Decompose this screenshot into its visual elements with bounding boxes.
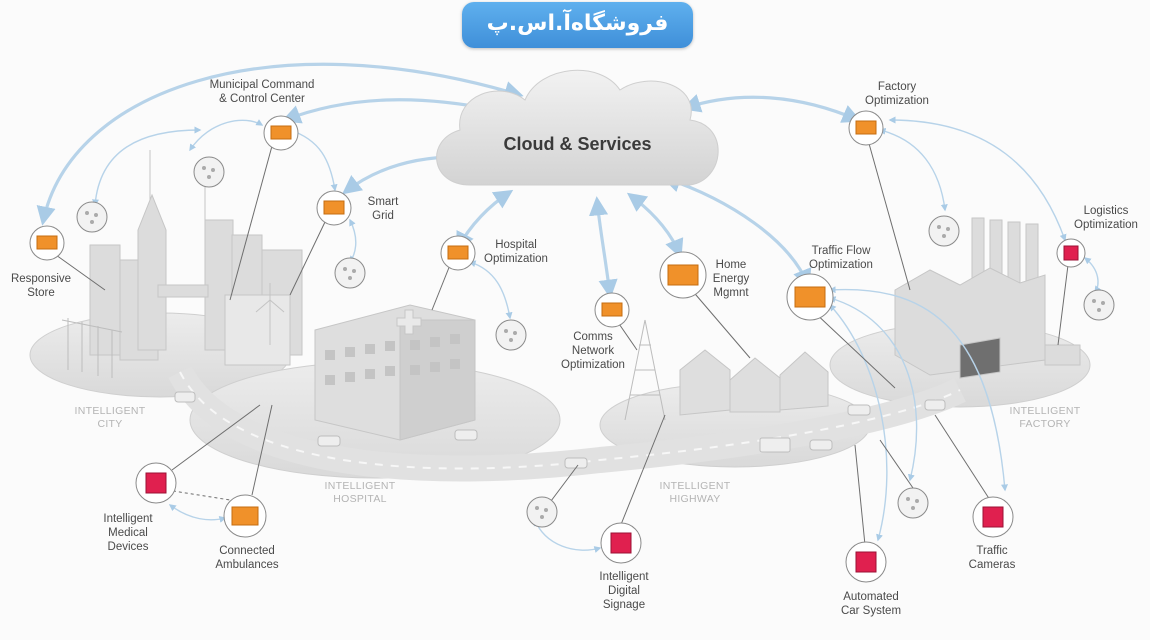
sensor-dots-icon — [193, 156, 225, 188]
zone-label-city: INTELLIGENT CITY — [74, 405, 146, 430]
watermark-badge: فروشگاه‌آ.اس.پ — [462, 2, 693, 48]
cloud-shape — [436, 69, 719, 186]
power-lines — [61, 318, 123, 378]
orange-box-icon — [440, 235, 476, 271]
factory-building — [894, 217, 1081, 379]
label-responsive-store: Responsive Store — [10, 273, 72, 299]
houses — [679, 349, 829, 416]
sensor-dots-icon — [928, 215, 960, 247]
label-digital-signage: Intelligent Digital Signage — [599, 571, 649, 611]
hospital-building — [314, 304, 476, 441]
city-buildings — [89, 150, 303, 366]
label-automated-car: Automated Car System — [840, 591, 902, 617]
comms-tower — [624, 319, 666, 421]
label-hospital-optimization: Hospital Optimization — [484, 239, 548, 265]
label-comms-network: Comms Network Optimization — [561, 331, 625, 371]
red-cube-icon — [600, 522, 642, 564]
orange-box-icon — [848, 110, 884, 146]
local-arrows — [92, 116, 1102, 553]
zone-label-highway: INTELLIGENT HIGHWAY — [659, 480, 731, 505]
label-factory-optimization: Factory Optimization — [865, 81, 929, 107]
zone-label-factory: INTELLIGENT FACTORY — [1009, 405, 1081, 430]
label-logistics-optimization: Logistics Optimization — [1074, 205, 1138, 231]
red-cube-icon — [1056, 238, 1086, 268]
label-medical-devices: Intelligent Medical Devices — [103, 513, 153, 553]
label-municipal-command: Municipal Command & Control Center — [209, 79, 315, 105]
orange-box-icon — [263, 115, 299, 151]
red-cube-icon — [845, 541, 887, 583]
red-cube-icon — [972, 496, 1014, 538]
cloud-title: Cloud & Services — [503, 134, 652, 154]
orange-box-icon — [29, 225, 65, 261]
label-home-energy: Home Energy Mgmnt — [712, 259, 750, 299]
sensor-dots-icon — [495, 319, 527, 351]
wind-turbine — [255, 283, 285, 345]
sensor-dots-icon — [334, 257, 366, 289]
leader-lines — [55, 139, 1069, 546]
label-smart-grid: Smart Grid — [367, 196, 399, 222]
device-icons — [135, 238, 1086, 583]
orange-box-icon — [316, 190, 352, 226]
sensor-dots-icon — [76, 201, 108, 233]
orange-box-icon — [786, 273, 834, 321]
label-traffic-cameras: Traffic Cameras — [968, 545, 1016, 571]
label-connected-ambulances: Connected Ambulances — [215, 545, 279, 571]
orange-box-icon — [594, 292, 630, 328]
sensor-dots-icon — [526, 496, 558, 528]
zone-label-hospital: INTELLIGENT HOSPITAL — [324, 480, 396, 505]
red-cube-icon — [135, 462, 177, 504]
orange-box-icon — [659, 251, 707, 299]
label-traffic-flow: Traffic Flow Optimization — [809, 245, 873, 271]
sensor-dots-icon — [897, 487, 929, 519]
gateway-icons — [29, 110, 884, 538]
orange-box-icon — [223, 494, 267, 538]
sensor-dots-icon — [1083, 289, 1115, 321]
sensor-icons — [76, 156, 1115, 528]
